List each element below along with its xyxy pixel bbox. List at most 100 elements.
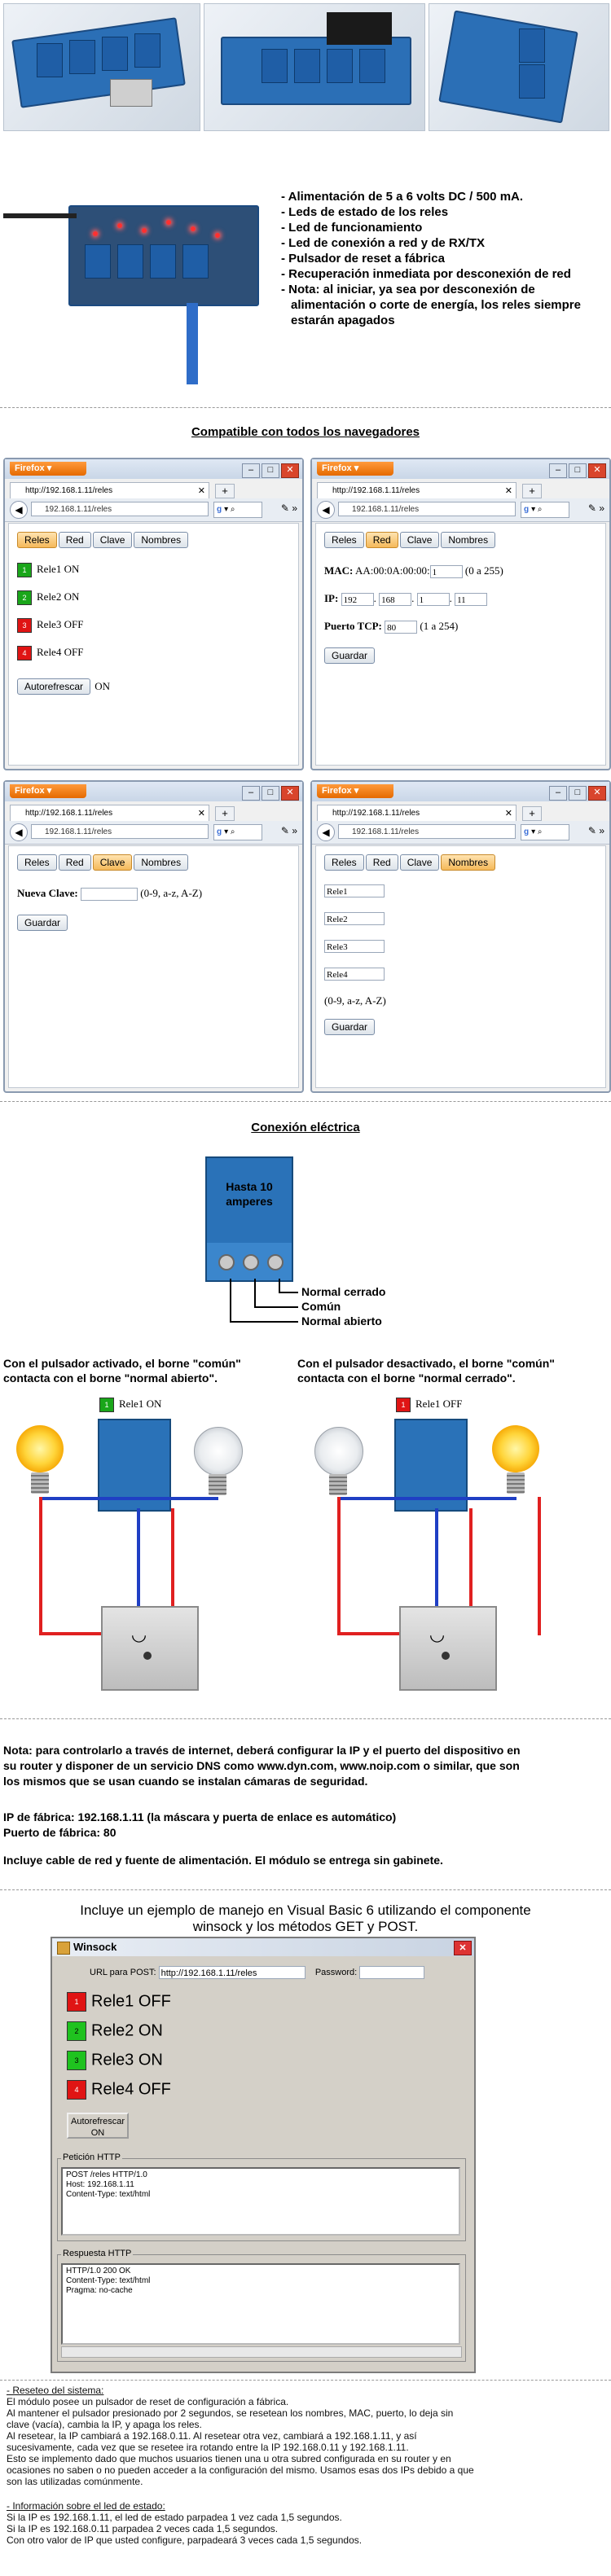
address-bar[interactable]: 192.168.1.11/reles [338, 824, 516, 839]
relay-toggle-1[interactable]: 1 [17, 563, 32, 578]
url-input[interactable]: http://192.168.1.11/reles [158, 1966, 306, 1979]
menu-chevron-icon[interactable]: » [599, 825, 604, 836]
horizontal-scrollbar[interactable] [61, 2346, 462, 2358]
port-input[interactable]: 80 [385, 621, 418, 634]
response-textarea[interactable]: HTTP/1.0 200 OK Content-Type: text/html … [61, 2263, 460, 2345]
tab-reles-button[interactable]: Reles [17, 532, 57, 548]
ws-relay-toggle-2[interactable]: 2 [67, 2021, 86, 2041]
maximize-icon[interactable]: □ [262, 786, 279, 801]
tab-clave-button[interactable]: Clave [399, 532, 440, 548]
tab-red-button[interactable]: Red [58, 532, 91, 548]
tab-reles-button[interactable]: Reles [324, 854, 364, 871]
tab-close-icon[interactable]: ✕ [197, 809, 205, 818]
ws-relay-toggle-4[interactable]: 4 [67, 2080, 86, 2100]
ws-relay-toggle-1[interactable]: 1 [67, 1992, 86, 2012]
browser-tab[interactable]: http://192.168.1.11/reles✕ [10, 482, 209, 498]
name-input-4[interactable]: Rele4 [324, 968, 385, 981]
close-icon[interactable]: ✕ [588, 463, 606, 478]
minimize-icon[interactable]: – [242, 463, 260, 478]
relay-toggle-4[interactable]: 4 [17, 646, 32, 661]
ip-octet-4-input[interactable]: 11 [455, 593, 488, 607]
relay-module: Hasta 10 amperes [205, 1156, 293, 1282]
close-icon[interactable]: ✕ [588, 786, 606, 801]
password-input[interactable] [359, 1966, 425, 1979]
ip-octet-3-input[interactable]: 1 [416, 593, 450, 607]
maximize-icon[interactable]: □ [569, 786, 587, 801]
address-bar[interactable]: 192.168.1.11/reles [31, 502, 209, 516]
close-icon[interactable]: ✕ [454, 1941, 472, 1955]
relay-toggle-3[interactable]: 3 [17, 618, 32, 634]
back-icon[interactable]: ◀ [317, 823, 335, 841]
tab-close-icon[interactable]: ✕ [504, 809, 512, 818]
minimize-icon[interactable]: – [549, 786, 567, 801]
addon-icon[interactable]: ✎ [280, 825, 289, 836]
new-tab-button[interactable]: + [215, 806, 235, 821]
firefox-menu-button[interactable]: Firefox ▾ [10, 462, 86, 476]
feature-item: - Leds de estado de los reles [281, 205, 449, 219]
menu-chevron-icon[interactable]: » [292, 502, 297, 514]
relay-toggle-2[interactable]: 2 [17, 590, 32, 606]
firefox-menu-button[interactable]: Firefox ▾ [10, 784, 86, 798]
save-button[interactable]: Guardar [17, 915, 68, 931]
tab-clave-button[interactable]: Clave [399, 854, 440, 871]
tab-reles-button[interactable]: Reles [17, 854, 57, 871]
firefox-menu-button[interactable]: Firefox ▾ [317, 784, 393, 798]
new-tab-button[interactable]: + [215, 484, 235, 498]
tab-reles-button[interactable]: Reles [324, 532, 364, 548]
tab-close-icon[interactable]: ✕ [504, 486, 512, 496]
name-input-1[interactable]: Rele1 [324, 884, 385, 898]
tab-nombres-button[interactable]: Nombres [134, 854, 189, 871]
search-box[interactable]: g▾ ⌕ [521, 824, 569, 840]
autorefresh-button[interactable]: Autorefrescar [17, 678, 91, 695]
search-box[interactable]: g▾ ⌕ [213, 824, 262, 840]
minimize-icon[interactable]: – [549, 463, 567, 478]
browser-tab[interactable]: http://192.168.1.11/reles✕ [317, 805, 516, 821]
tab-red-button[interactable]: Red [365, 532, 398, 548]
close-icon[interactable]: ✕ [281, 786, 299, 801]
tab-nombres-button[interactable]: Nombres [441, 532, 496, 548]
tab-clave-button[interactable]: Clave [92, 532, 133, 548]
app-icon [57, 1942, 70, 1955]
search-box[interactable]: g▾ ⌕ [521, 502, 569, 518]
case-off-description: Con el pulsador desactivado, el borne "c… [297, 1357, 555, 1385]
new-key-input[interactable] [81, 888, 138, 902]
back-icon[interactable]: ◀ [10, 823, 28, 841]
tab-red-button[interactable]: Red [58, 854, 91, 871]
close-icon[interactable]: ✕ [281, 463, 299, 478]
request-textarea[interactable]: POST /reles HTTP/1.0 Host: 192.168.1.11 … [61, 2167, 460, 2236]
maximize-icon[interactable]: □ [262, 463, 279, 478]
address-bar[interactable]: 192.168.1.11/reles [31, 824, 209, 839]
search-box[interactable]: g▾ ⌕ [213, 502, 262, 518]
ip-octet-1-input[interactable]: 192 [341, 593, 374, 607]
addon-icon[interactable]: ✎ [587, 502, 596, 514]
back-icon[interactable]: ◀ [10, 501, 28, 519]
tab-close-icon[interactable]: ✕ [197, 486, 205, 496]
terminal-screw-icon [267, 1254, 284, 1270]
tab-nombres-button[interactable]: Nombres [134, 532, 189, 548]
mac-last-input[interactable]: 1 [429, 565, 463, 579]
address-bar[interactable]: 192.168.1.11/reles [338, 502, 516, 516]
tab-clave-button[interactable]: Clave [92, 854, 133, 871]
save-button[interactable]: Guardar [324, 647, 376, 664]
name-input-3[interactable]: Rele3 [324, 940, 385, 954]
ws-relay-toggle-3[interactable]: 3 [67, 2051, 86, 2070]
back-icon[interactable]: ◀ [317, 501, 335, 519]
addon-icon[interactable]: ✎ [280, 502, 289, 514]
name-input-2[interactable]: Rele2 [324, 912, 385, 926]
tab-nombres-button[interactable]: Nombres [441, 854, 496, 871]
addon-icon[interactable]: ✎ [587, 825, 596, 836]
new-tab-button[interactable]: + [522, 484, 542, 498]
divider [0, 407, 611, 408]
firefox-menu-button[interactable]: Firefox ▾ [317, 462, 393, 476]
save-button[interactable]: Guardar [324, 1019, 376, 1035]
new-tab-button[interactable]: + [522, 806, 542, 821]
maximize-icon[interactable]: □ [569, 463, 587, 478]
menu-chevron-icon[interactable]: » [292, 825, 297, 836]
tab-red-button[interactable]: Red [365, 854, 398, 871]
browser-tab[interactable]: http://192.168.1.11/reles✕ [10, 805, 209, 821]
browser-tab[interactable]: http://192.168.1.11/reles✕ [317, 482, 516, 498]
minimize-icon[interactable]: – [242, 786, 260, 801]
menu-chevron-icon[interactable]: » [599, 502, 604, 514]
ip-octet-2-input[interactable]: 168 [379, 593, 412, 607]
